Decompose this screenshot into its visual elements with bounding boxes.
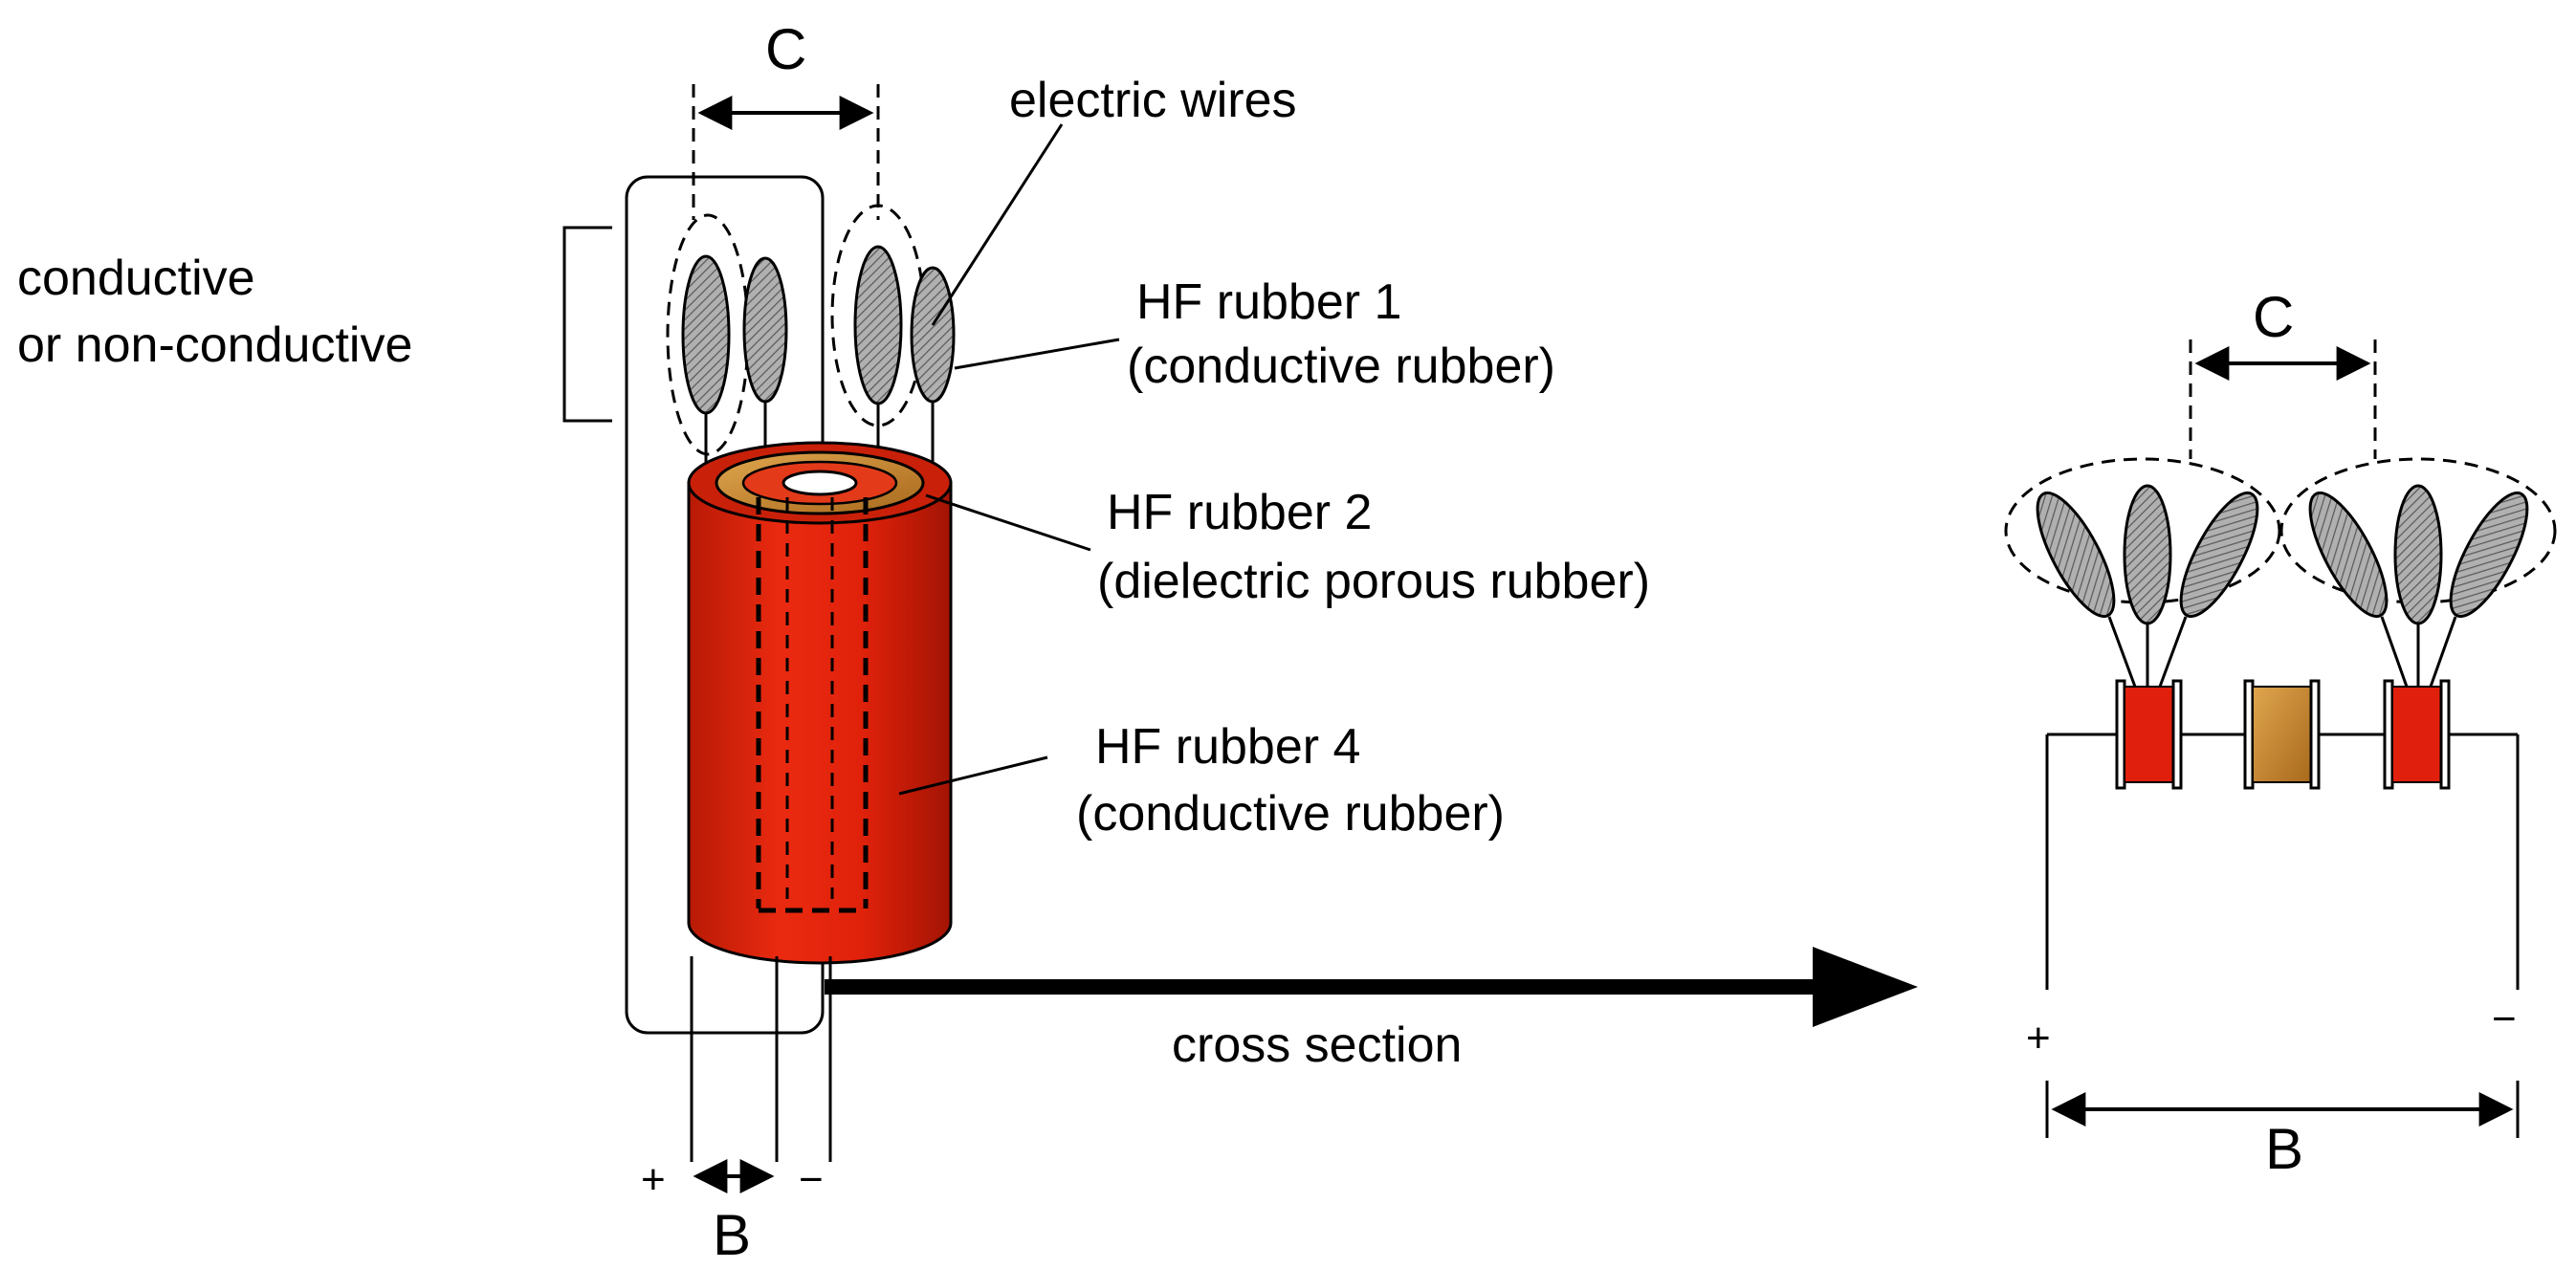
wire-stem — [2107, 616, 2137, 688]
cylinder-center-hole — [782, 470, 858, 496]
plus-terminal-label: + — [641, 1156, 666, 1203]
electric-wire — [2179, 491, 2259, 619]
electric-wire — [853, 245, 903, 405]
hf-rubber-1-block-right — [2383, 679, 2451, 790]
cross-section-view: C — [2004, 285, 2557, 1181]
electric-wire — [2123, 484, 2172, 625]
electric-wire — [2308, 491, 2389, 619]
hf-rubber-1-label-line2: (conductive rubber) — [1127, 339, 1555, 394]
electric-wire — [2036, 491, 2116, 619]
leader-hf-rubber-4 — [898, 755, 1048, 796]
hf-rubber-1-block-left — [2115, 679, 2183, 790]
minus-terminal-label: − — [799, 1156, 824, 1203]
plus-terminal-label: + — [2026, 1015, 2051, 1061]
hf-rubber-4-label-line2: (conductive rubber) — [1076, 786, 1505, 842]
hf-rubber-2-label-line2: (dielectric porous rubber) — [1097, 554, 1650, 609]
leader-electric-wires — [931, 123, 1064, 326]
dim-b-label: B — [2265, 1117, 2303, 1181]
cross-section-arrow: cross section — [825, 947, 1918, 1073]
electric-wire — [2449, 491, 2529, 619]
leader-hf-rubber-2 — [925, 493, 1091, 552]
cross-section-label: cross section — [1172, 1017, 1462, 1073]
leader-hf-rubber-1 — [954, 338, 1120, 370]
conductive-label-line1: conductive — [17, 251, 255, 306]
electric-wires-label: electric wires — [1009, 73, 1297, 128]
hf-rubber-1-label-line1: HF rubber 1 — [1136, 274, 1401, 330]
hair-group-outline — [2004, 457, 2281, 604]
hair-group-left — [2036, 484, 2259, 688]
wire-stem — [2158, 616, 2188, 688]
minus-terminal-label: − — [2492, 996, 2517, 1042]
hair-group-outline — [2279, 457, 2557, 604]
dim-c-label: C — [765, 17, 806, 81]
conductive-bracket — [562, 226, 612, 423]
hf-rubber-4-cylinder — [687, 481, 953, 965]
electric-wire — [681, 254, 731, 415]
hf-rubber-4-label-line1: HF rubber 4 — [1095, 719, 1360, 775]
hf-rubber-2-block — [2243, 679, 2321, 790]
hair-group-right — [2308, 484, 2529, 688]
dim-b-label: B — [713, 1203, 751, 1267]
conductive-label-line2: or non-conductive — [17, 317, 412, 373]
hf-rubber-2-label-line1: HF rubber 2 — [1107, 485, 1372, 540]
electric-wire — [2393, 484, 2443, 625]
dim-c-label: C — [2253, 285, 2294, 349]
sensor-3d-view: C + − B — [17, 17, 1650, 1267]
wire-stem — [2380, 616, 2409, 688]
electric-wire — [910, 266, 956, 404]
electric-wire — [742, 256, 788, 404]
wire-stem — [2429, 616, 2457, 688]
